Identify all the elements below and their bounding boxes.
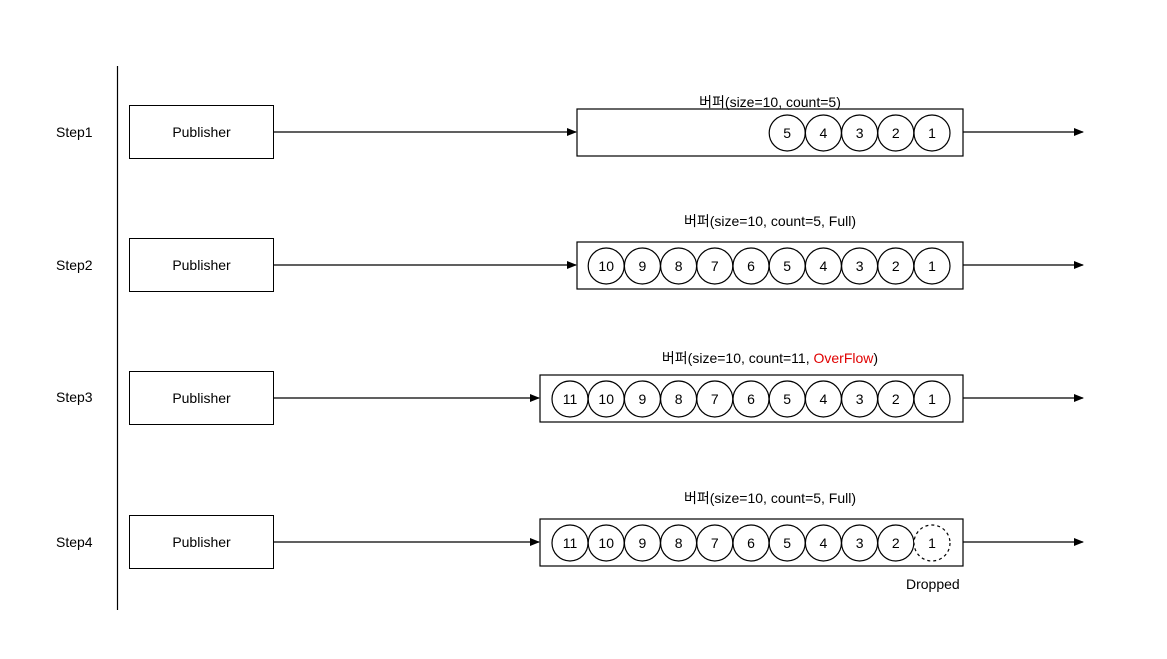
buffer-item-value: 4 (820, 391, 828, 407)
buffer-item-value: 4 (820, 258, 828, 274)
buffer-item-value: 5 (783, 258, 791, 274)
buffer-item-circle: 2 (877, 114, 915, 152)
buffer-item-value: 7 (711, 258, 719, 274)
buffer-item-value: 3 (856, 535, 864, 551)
step-label: Step2 (56, 257, 93, 273)
buffer-label: 버퍼(size=10, count=5, Full) (684, 488, 856, 508)
buffer-item-value: 5 (783, 535, 791, 551)
buffer-item-circle: 3 (840, 114, 879, 152)
buffer-item-circle: 8 (659, 247, 698, 285)
publisher-box: Publisher (129, 238, 274, 292)
buffer-item-circle: 2 (877, 524, 915, 562)
buffer-label-text: 버퍼(size=10, count=5, Full) (683, 213, 857, 229)
buffer-item-circle: 11 (551, 380, 589, 418)
buffer-item-value: 11 (563, 391, 578, 407)
buffer-item-value: 6 (747, 535, 755, 551)
buffer-item-circle: 9 (623, 247, 662, 285)
buffer-item-value: 9 (639, 258, 647, 274)
buffer-item-circle: 1 (913, 114, 951, 152)
buffer-item-circle: 6 (732, 380, 770, 418)
buffer-item-circle: 9 (623, 380, 662, 418)
buffer-item-value: 7 (711, 391, 719, 407)
buffer-item-value: 2 (892, 391, 900, 407)
buffer-item-value: 6 (747, 391, 755, 407)
buffer-item-value: 8 (675, 535, 683, 551)
buffer-label-text: 버퍼(size=10, count=5, Full) (683, 490, 857, 506)
buffer-item-value: 10 (598, 258, 614, 274)
buffer-item-circle: 7 (696, 524, 734, 562)
buffer-item-circle: 1 (913, 380, 951, 418)
buffer-item-value: 9 (639, 391, 647, 407)
buffer-item-circle: 3 (840, 247, 879, 285)
buffer-item-value: 6 (747, 258, 755, 274)
dropped-item-circle: 1 (913, 524, 951, 562)
step-label: Step4 (56, 534, 93, 550)
buffer-label-warning: OverFlow (813, 350, 874, 366)
buffer-item-circle: 8 (659, 380, 698, 418)
buffer-item-circle: 2 (877, 380, 915, 418)
buffer-item-circle: 3 (840, 380, 879, 418)
buffer-item-circle: 4 (804, 114, 843, 152)
buffer-item-circle: 1 (913, 247, 951, 285)
buffer-item-value: 10 (598, 391, 614, 407)
buffer-item-value: 1 (928, 125, 936, 141)
buffer-item-value: 10 (598, 535, 614, 551)
buffer-item-value: 3 (856, 258, 864, 274)
buffer-label-text: 버퍼(size=10, count=11, (661, 350, 814, 366)
buffer-item-circle: 10 (587, 380, 625, 418)
buffer-item-value: 4 (820, 535, 828, 551)
buffer-item-circle: 10 (587, 247, 625, 285)
buffer-item-value: 4 (820, 125, 828, 141)
buffer-item-circle: 2 (877, 247, 915, 285)
buffer-label: 버퍼(size=10, count=5) (699, 92, 841, 112)
publisher-box: Publisher (129, 105, 274, 159)
buffer-item-circle: 7 (696, 380, 734, 418)
buffer-item-circle: 5 (768, 247, 806, 285)
buffer-item-value: 5 (783, 391, 791, 407)
buffer-item-value: 7 (711, 535, 719, 551)
buffer-item-circle: 8 (659, 524, 698, 562)
buffer-item-value: 3 (856, 391, 864, 407)
buffer-label-end: ) (873, 350, 879, 366)
buffer-item-circle: 9 (623, 524, 662, 562)
buffer-item-value: 9 (639, 535, 647, 551)
buffer-item-value: 5 (783, 125, 791, 141)
buffer-item-circle: 5 (768, 380, 806, 418)
buffer-item-circle: 3 (840, 524, 879, 562)
buffer-item-value: 1 (928, 535, 936, 551)
buffer-item-value: 2 (892, 258, 900, 274)
buffer-item-circle: 10 (587, 524, 625, 562)
buffer-item-circle: 4 (804, 524, 843, 562)
buffer-item-circle: 6 (732, 524, 770, 562)
buffer-item-circle: 11 (551, 524, 589, 562)
step-label: Step3 (56, 389, 93, 405)
buffer-item-circle: 7 (696, 247, 734, 285)
publisher-box: Publisher (129, 371, 274, 425)
buffer-item-circle: 4 (804, 247, 843, 285)
publisher-box: Publisher (129, 515, 274, 569)
buffer-item-value: 2 (892, 535, 900, 551)
buffer-item-value: 3 (856, 125, 864, 141)
buffer-item-value: 2 (892, 125, 900, 141)
buffer-item-circle: 4 (804, 380, 843, 418)
buffer-label-text: 버퍼(size=10, count=5) (699, 94, 841, 110)
buffer-label: 버퍼(size=10, count=5, Full) (684, 211, 856, 231)
buffer-item-value: 8 (675, 258, 683, 274)
step-label: Step1 (56, 124, 93, 140)
buffer-item-circle: 5 (768, 524, 806, 562)
buffer-item-value: 11 (563, 535, 578, 551)
buffer-item-circle: 6 (732, 247, 770, 285)
buffer-item-value: 8 (675, 391, 683, 407)
buffer-label: 버퍼(size=10, count=11, OverFlow) (662, 348, 878, 368)
buffer-item-circle: 5 (768, 114, 806, 152)
dropped-label: Dropped (906, 576, 960, 592)
buffer-item-value: 1 (928, 391, 936, 407)
buffer-item-value: 1 (928, 258, 936, 274)
